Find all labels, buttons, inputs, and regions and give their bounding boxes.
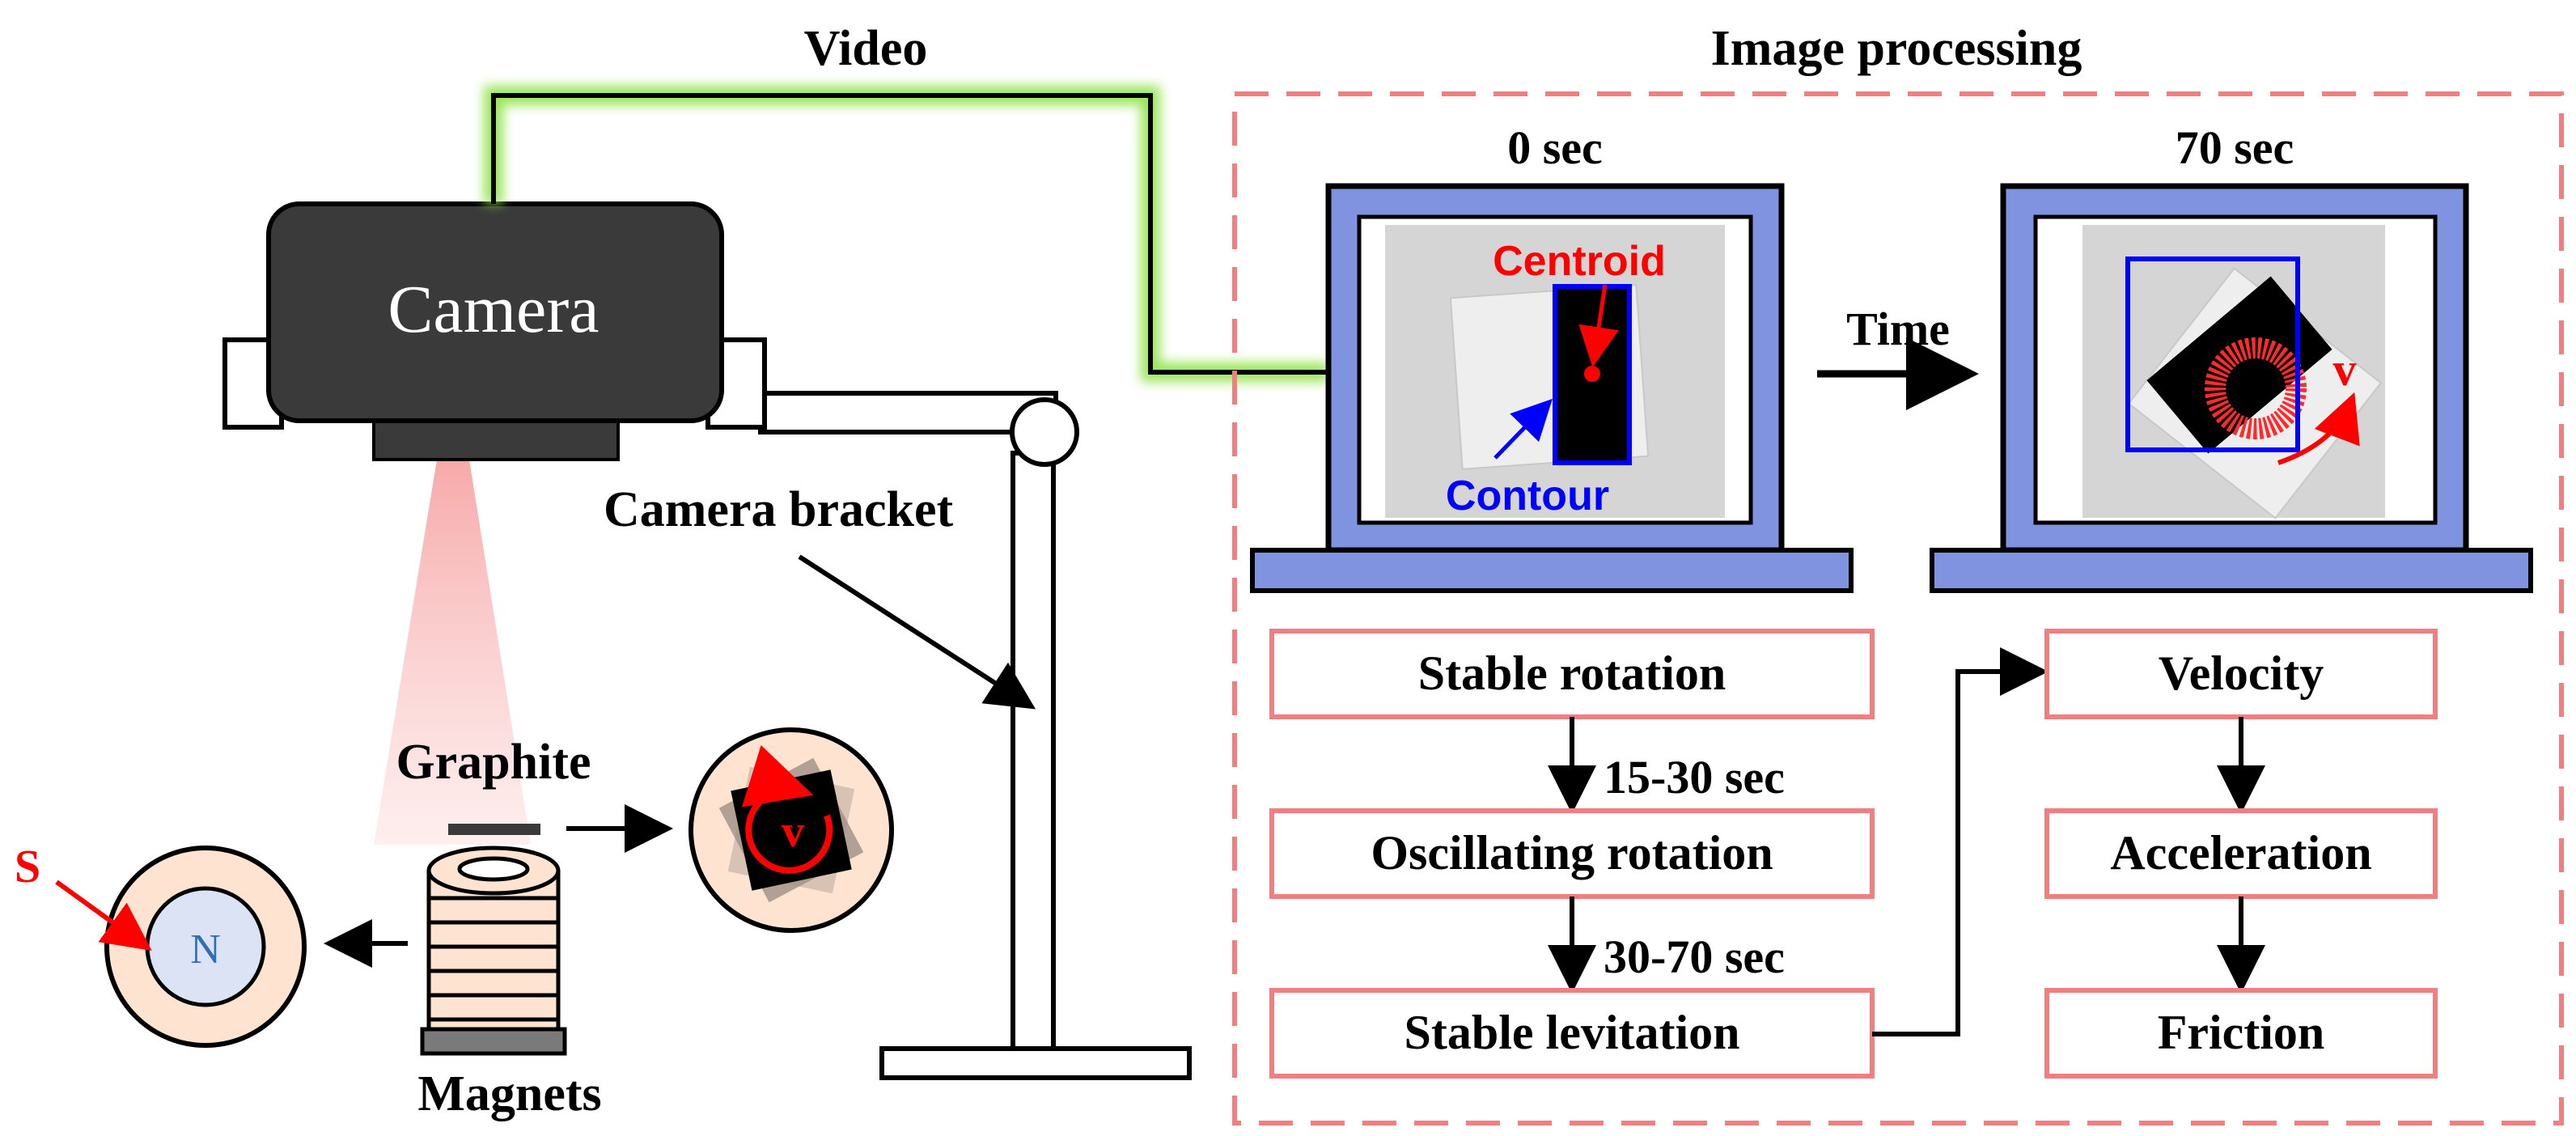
contour-label: Contour: [1446, 473, 1609, 519]
transition-label: 30-70 sec: [1604, 930, 1785, 983]
process-step: Stable levitation: [1405, 1006, 1740, 1059]
graphite-sheet: [448, 824, 540, 835]
transition-label: 15-30 sec: [1604, 751, 1785, 803]
contour-arrow: [1493, 398, 1553, 460]
camera-bracket: [758, 391, 1192, 1080]
graphite-label: Graphite: [396, 735, 591, 790]
time-label: Time: [1846, 303, 1950, 355]
video-cable: [491, 93, 1328, 375]
process-right-column: Velocity Acceleration Friction: [2044, 629, 2438, 1079]
magnet-pole-view: N: [104, 846, 307, 1048]
video-label: Video: [804, 21, 928, 76]
magnets-label: Magnets: [417, 1066, 601, 1121]
monitor-70sec: 70 sec v: [1930, 121, 2533, 593]
process-step: Oscillating rotation: [1371, 826, 1773, 880]
n-pole-label: N: [190, 926, 221, 973]
magnet-stack: [426, 846, 561, 1036]
centroid-arrow: [1578, 284, 1619, 367]
process-step: Acceleration: [2110, 826, 2371, 880]
process-left-column: Stable rotation 15-30 sec Oscillating ro…: [1269, 629, 1875, 1079]
monitor-time-label: 70 sec: [2176, 121, 2294, 174]
camera: Camera: [222, 201, 767, 461]
monitor-0sec: 0 sec Centroid Contour: [1250, 121, 1854, 593]
image-processing-title: Image processing: [1711, 21, 2082, 76]
s-pole-label: S: [15, 840, 40, 892]
contour-box: [2125, 256, 2300, 452]
camera-beam: [374, 460, 531, 845]
image-processing-frame: [1232, 91, 2564, 1125]
contour-box: [1553, 284, 1632, 465]
centroid-dot: [1584, 366, 1600, 382]
rotation-inset: v: [688, 727, 894, 933]
camera-lens-base: [372, 418, 620, 461]
velocity-arc: [2277, 392, 2360, 465]
process-step: Velocity: [2159, 646, 2324, 700]
process-step: Stable rotation: [1418, 646, 1727, 700]
s-pole-arrow: [55, 880, 152, 952]
monitor-time-label: 0 sec: [1507, 121, 1603, 174]
process-step: Friction: [2158, 1006, 2325, 1059]
camera-label: Camera: [388, 272, 599, 347]
centroid-label: Centroid: [1493, 238, 1666, 285]
velocity-label: v: [2333, 343, 2357, 396]
camera-bracket-label: Camera bracket: [604, 482, 953, 537]
magnet-base: [420, 1027, 567, 1056]
levitation-to-velocity-connector: [1872, 647, 2049, 1036]
inset-velocity-symbol: v: [782, 807, 804, 857]
camera-bracket-arrow: [798, 554, 1036, 710]
